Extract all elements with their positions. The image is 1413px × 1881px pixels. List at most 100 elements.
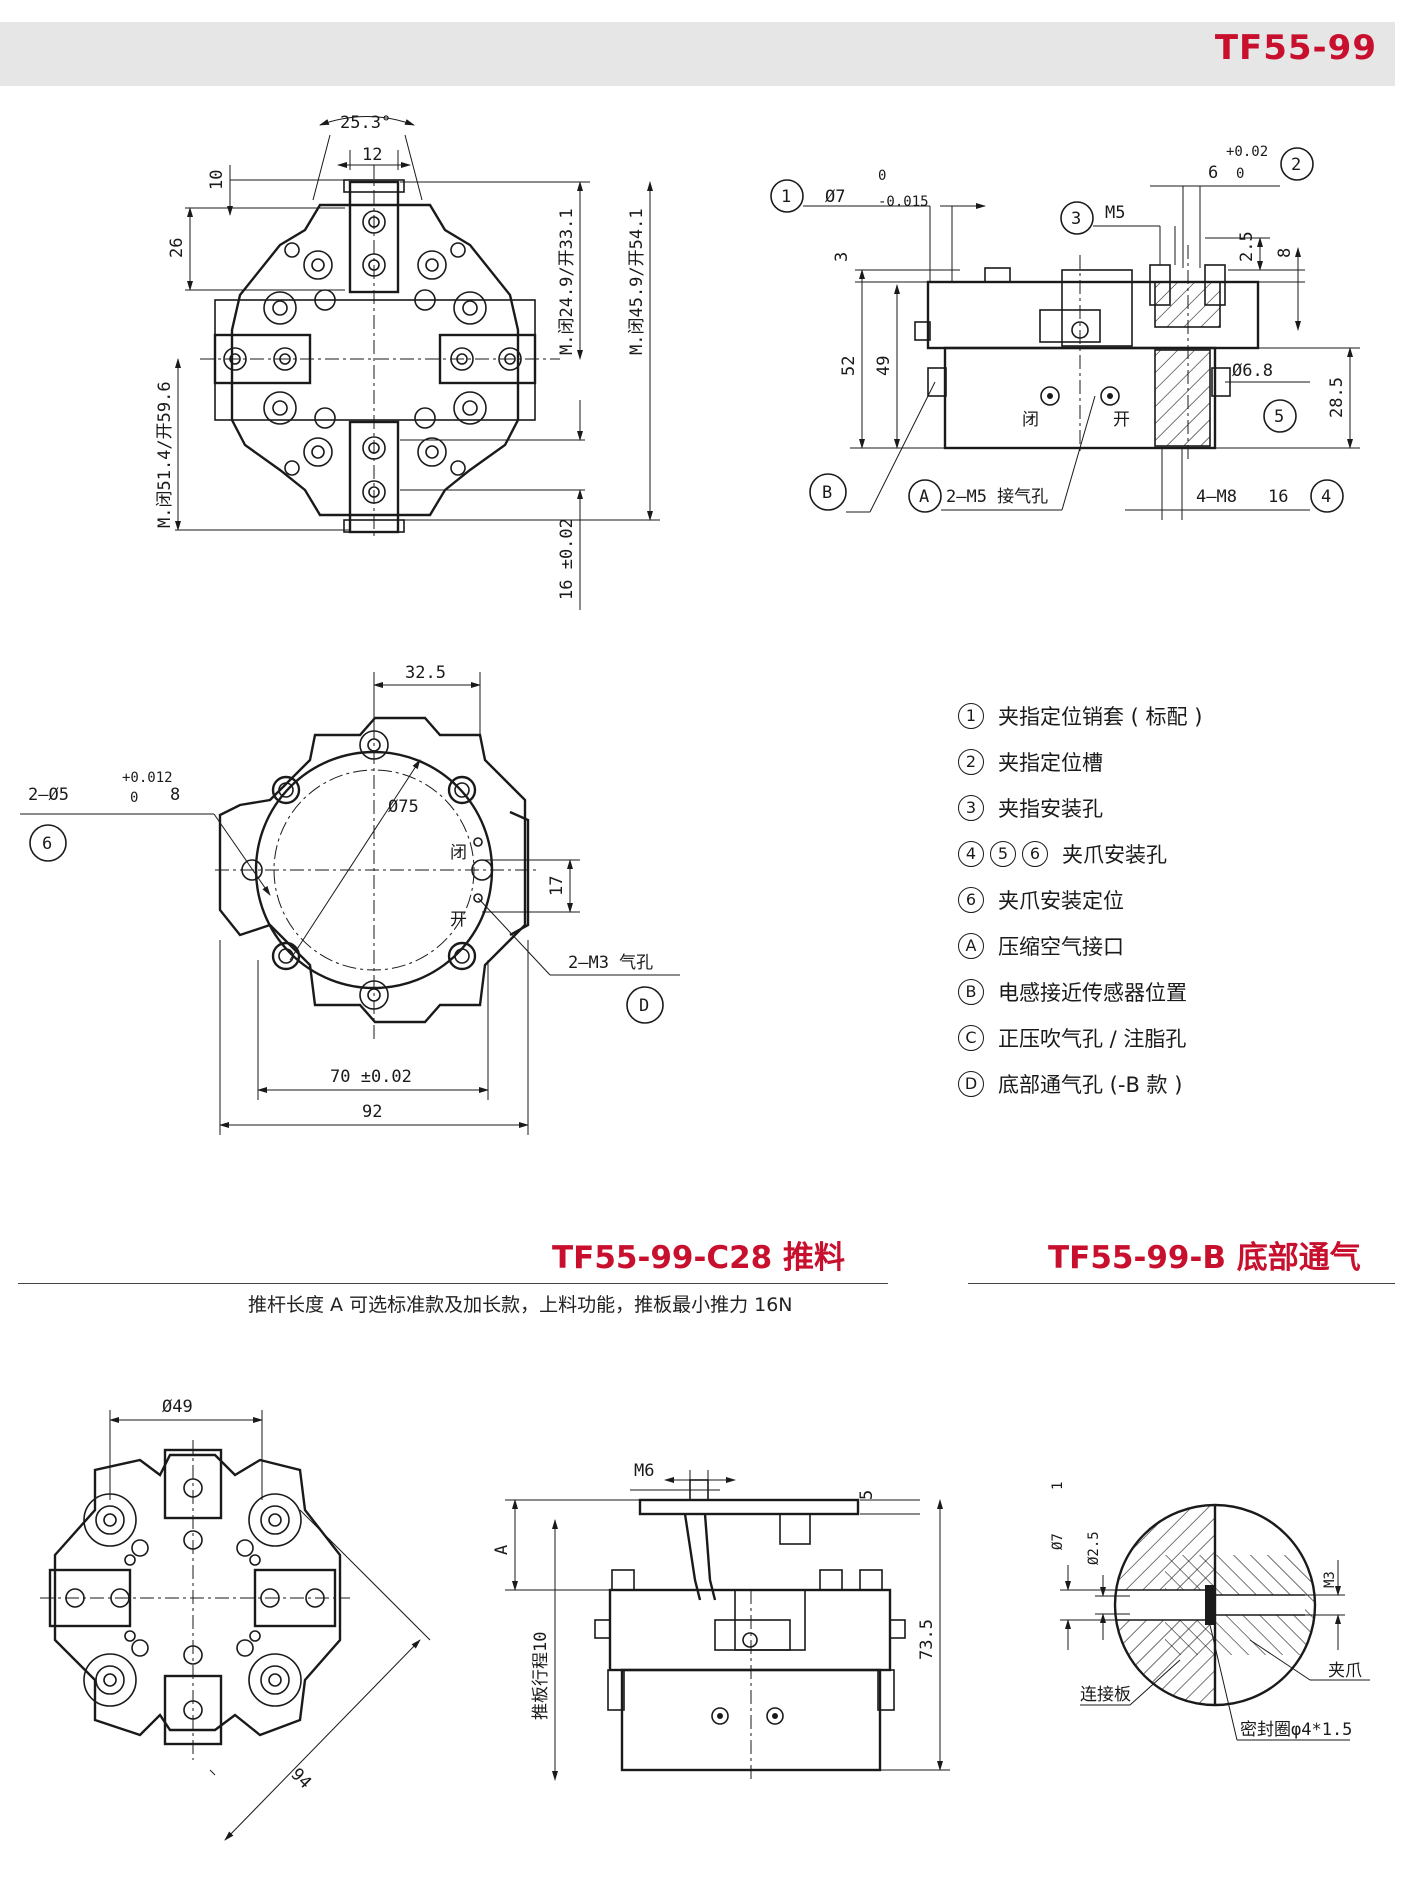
dim-26: 26 (167, 238, 187, 258)
legend-item: 6 夹爪安装定位 (958, 877, 1202, 923)
side-m8: 4—M8 (1196, 487, 1237, 507)
legend-text: 夹爪安装孔 (1062, 843, 1167, 867)
model-title: TF55-99 (1214, 28, 1377, 68)
callout-6: 6 (42, 834, 52, 854)
dim-2d5: 2—Ø5 (28, 785, 69, 805)
dim-325: 32.5 (405, 663, 446, 683)
svg-text:+0.02: +0.02 (1226, 144, 1268, 160)
callout-A: A (919, 487, 929, 507)
side-m5: M5 (1105, 203, 1125, 223)
legend-item: B 电感接近传感器位置 (958, 969, 1202, 1015)
legend-text: 夹指安装孔 (998, 797, 1103, 821)
section-c28-desc: 推杆长度 A 可选标准款及加长款，上料功能，推板最小推力 16N (248, 1294, 793, 1316)
section-c28-title: TF55-99-C28 推料 (552, 1240, 846, 1276)
c28-side-view: M6 5 A 推板行程10 73.5 (492, 1461, 950, 1781)
dim-m1: M.闭24.9/开33.1 (557, 208, 577, 355)
dim-angle: 25.3° (340, 113, 391, 133)
legend-callout: 4 (958, 841, 984, 867)
side-49: 49 (874, 356, 894, 376)
b-jaw: 夹爪 (1328, 1661, 1362, 1681)
legend-text: 夹指定位槽 (998, 751, 1103, 775)
b-seal: 密封圈φ4*1.5 (1240, 1720, 1352, 1740)
side-close: 闭 (1022, 410, 1039, 430)
svg-text:0: 0 (1236, 166, 1244, 182)
header-bar (0, 22, 1395, 86)
dim-92: 92 (362, 1102, 382, 1122)
b-m3: M3 (1322, 1571, 1338, 1588)
side-8: 8 (1275, 248, 1295, 258)
side-285: 28.5 (1327, 377, 1347, 418)
side-52: 52 (839, 356, 859, 376)
legend-text: 正压吹气孔 / 注脂孔 (998, 1027, 1187, 1051)
c28-stroke: 推板行程10 (531, 1632, 551, 1720)
push-plate (638, 1498, 860, 1516)
dim-12: 12 (362, 145, 382, 165)
side-16: 16 (1268, 487, 1288, 507)
dim-m2: M.闭45.9/开54.1 (627, 208, 647, 355)
top-view-flange (214, 299, 536, 421)
section-b-rule (968, 1283, 1395, 1284)
side-view: 1 Ø7 0 -0.015 2 +0.02 0 6 3 M5 2.5 8 3 5… (770, 144, 1360, 520)
c28-5: 5 (857, 1490, 877, 1500)
top-view: 25.3° 12 10 26 M.闭24.9/开33.1 M.闭45.9/开54… (155, 113, 660, 610)
callout-3: 3 (1071, 209, 1081, 229)
c28-d49: Ø49 (162, 1397, 193, 1417)
callout-B: B (822, 483, 832, 503)
svg-text:0: 0 (130, 790, 138, 806)
legend-text: 电感接近传感器位置 (998, 981, 1187, 1005)
dim-d75: Ø75 (388, 797, 419, 817)
top-view-body (230, 203, 520, 517)
legend-callout: 6 (958, 887, 984, 913)
dim-m3air: 2—M3 气孔 (568, 953, 653, 973)
svg-text:0: 0 (878, 168, 886, 184)
c28-m6: M6 (634, 1461, 654, 1481)
side-25: 2.5 (1237, 231, 1257, 262)
legend-item: C 正压吹气孔 / 注脂孔 (958, 1015, 1202, 1061)
b-1: 1 (1050, 1482, 1066, 1490)
side-6: 6 (1208, 163, 1218, 183)
side-d68: Ø6.8 (1232, 361, 1273, 381)
dim-17: 17 (547, 876, 567, 896)
legend-text: 夹指定位销套 ( 标配 ) (998, 705, 1203, 729)
legend-callout: C (958, 1025, 984, 1051)
c28-A: A (492, 1545, 512, 1555)
side-3: 3 (832, 252, 852, 262)
b-d25: Ø2.5 (1086, 1531, 1102, 1565)
legend-callout: A (958, 933, 984, 959)
c28-735: 73.5 (917, 1619, 937, 1660)
c28-top-view: Ø49 94 (40, 1397, 431, 1841)
b-d7: Ø7 (1050, 1533, 1066, 1550)
legend-text: 压缩空气接口 (998, 935, 1124, 959)
section-b-title: TF55-99-B 底部通气 (1048, 1240, 1361, 1276)
bottom-close: 闭 (450, 843, 467, 863)
callout-4: 4 (1321, 487, 1331, 507)
section-c28-rule (18, 1283, 888, 1284)
svg-text:-0.015: -0.015 (878, 194, 929, 210)
dim-10: 10 (207, 170, 227, 190)
legend-item: A 压缩空气接口 (958, 923, 1202, 969)
legend-callout: 3 (958, 795, 984, 821)
legend-callout: B (958, 979, 984, 1005)
legend-text: 底部通气孔 (-B 款 ) (998, 1073, 1183, 1097)
b-detail-view: Ø7 1 Ø2.5 M3 夹爪 连接板 密封圈φ4*1.5 (1050, 1482, 1370, 1741)
bottom-view: 32.5 Ø75 2—Ø5 +0.012 0 8 6 闭 开 17 2—M3 气… (20, 663, 680, 1135)
legend-item: 3 夹指安装孔 (958, 785, 1202, 831)
side-open: 开 (1113, 410, 1130, 430)
bottom-open: 开 (450, 910, 467, 930)
svg-text:+0.012: +0.012 (122, 770, 173, 786)
c28-94: 94 (286, 1764, 315, 1793)
callout-1: 1 (781, 187, 791, 207)
side-air: 2—M5 接气孔 (946, 487, 1048, 507)
b-plate: 连接板 (1080, 1685, 1131, 1705)
legend-text: 夹爪安装定位 (998, 889, 1124, 913)
dim-m3: M.闭51.4/开59.6 (155, 381, 175, 528)
legend-callout: 6 (1022, 841, 1048, 867)
dim-70: 70 ±0.02 (330, 1067, 412, 1087)
callout-D: D (639, 996, 649, 1016)
